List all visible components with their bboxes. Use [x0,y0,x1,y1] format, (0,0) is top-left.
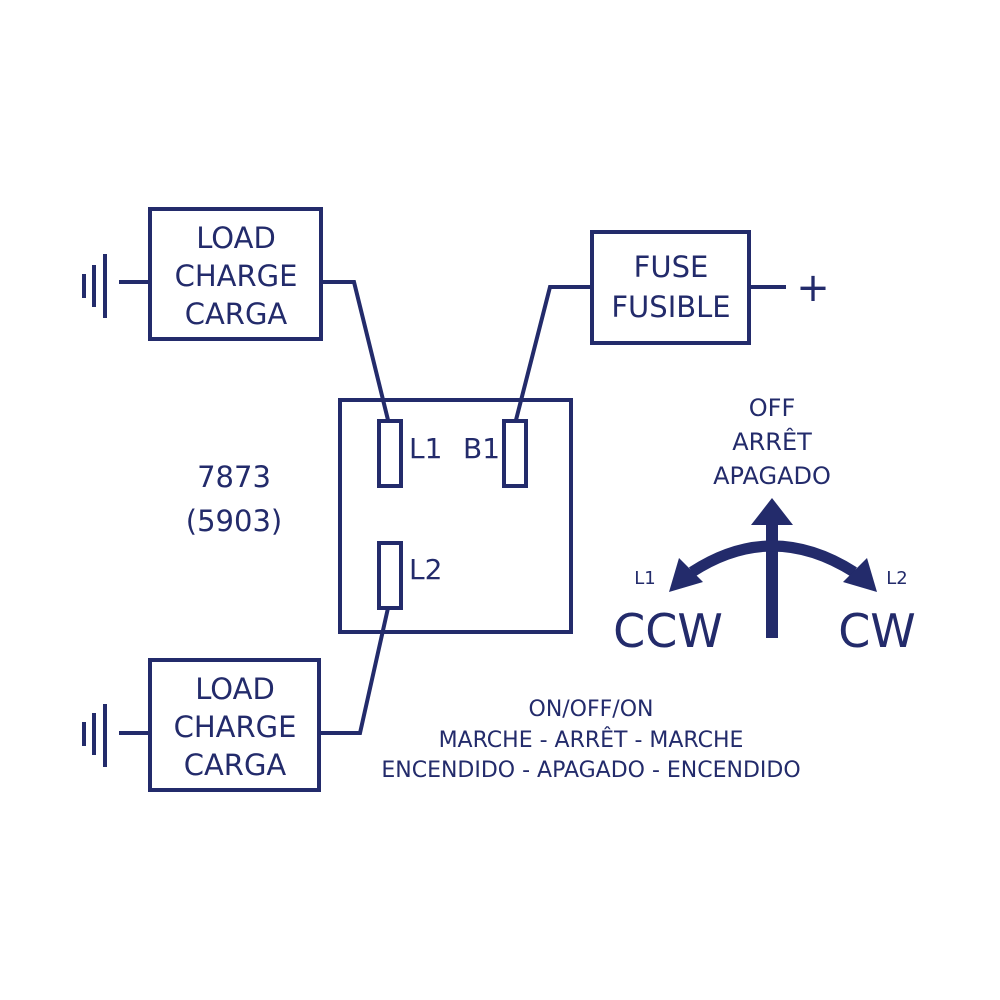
load-bottom-line-2: CHARGE [174,710,297,744]
terminal-l1-label: L1 [409,432,442,465]
load-top-line-1: LOAD [196,221,276,255]
terminal-b1-label: B1 [463,432,500,465]
ground-icon [82,254,107,318]
ground-icon [82,704,107,767]
fuse-line-1: FUSE [634,250,709,284]
off-arrow-shaft [766,520,778,638]
wire-l2-to-load-bottom [321,607,390,735]
caption-line-2: MARCHE - ARRÊT - MARCHE [439,727,744,753]
model-number-alt: (5903) [186,504,282,538]
cw-arrow-icon [843,558,877,592]
ccw-arrow-icon [669,558,703,592]
position-off-line-1: OFF [749,394,796,422]
load-bottom-line-1: LOAD [195,672,275,706]
load-bottom: LOAD CHARGE CARGA [82,658,321,792]
switch: L1 B1 L2 [338,398,573,634]
load-top-box [148,207,323,341]
position-off-line-3: APAGADO [713,462,831,490]
function-caption: ON/OFF/ON MARCHE - ARRÊT - MARCHE ENCEND… [381,697,800,783]
up-arrow-icon [751,498,793,525]
rotation-arc [689,540,857,577]
switch-body [338,398,573,634]
model-number: 7873 [197,460,271,494]
wire-fuse-to-b1 [514,285,592,421]
load-top-line-3: CARGA [185,297,288,331]
load-bottom-line-3: CARGA [184,748,287,782]
caption-line-1: ON/OFF/ON [529,697,654,722]
cw-label: CW [838,604,916,658]
ccw-label: CCW [613,604,723,658]
terminal-l1 [377,419,403,488]
cw-terminal-label: L2 [886,568,907,589]
switch-positions: OFF ARRÊT APAGADO L1 L2 CCW CW [613,394,916,658]
ccw-terminal-label: L1 [634,568,655,589]
caption-line-3: ENCENDIDO - APAGADO - ENCENDIDO [381,758,800,783]
load-top-line-2: CHARGE [175,259,298,293]
load-top: LOAD CHARGE CARGA [82,207,323,341]
position-off-line-2: ARRÊT [732,427,812,456]
fuse-box [590,230,751,345]
fuse-line-2: FUSIBLE [611,290,730,324]
terminal-l2-label: L2 [409,553,442,586]
terminal-l2 [377,541,403,610]
wire-load-top-to-l1 [321,280,390,421]
terminal-b1 [502,419,528,488]
load-bottom-box [148,658,321,792]
fuse-group: FUSE FUSIBLE + [590,230,830,345]
positive-supply-symbol: + [796,265,830,311]
